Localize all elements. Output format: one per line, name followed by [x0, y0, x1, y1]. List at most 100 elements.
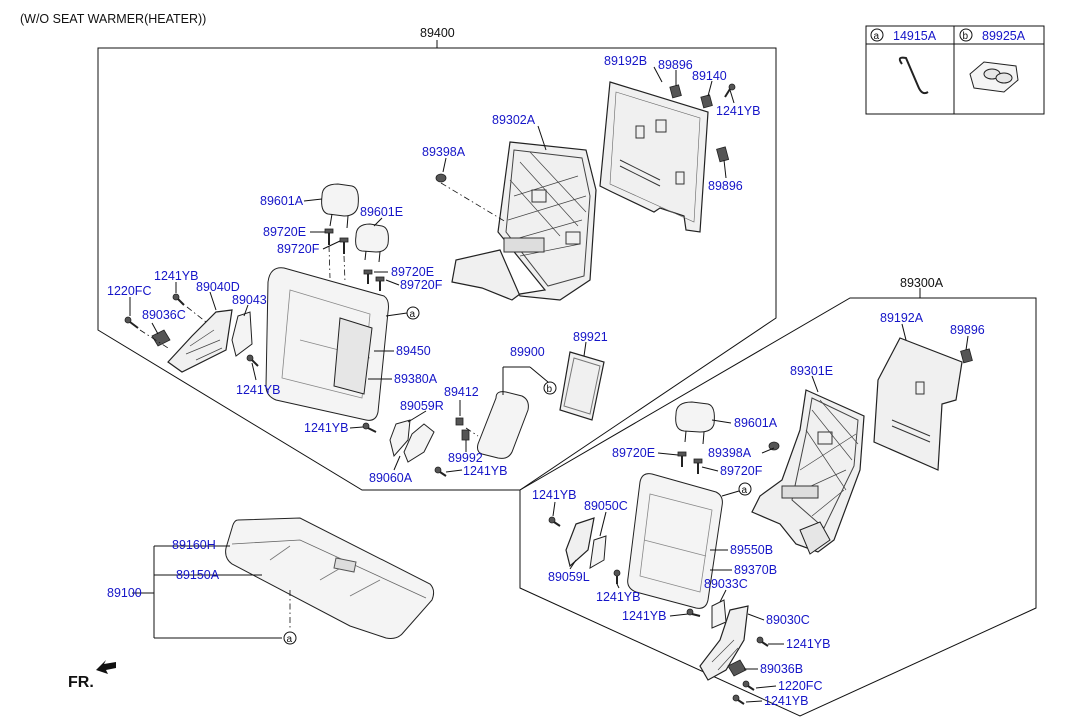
label-89059l[interactable]: 89059L [548, 570, 590, 584]
label-89043[interactable]: 89043 [232, 293, 267, 307]
guide-89720e-rb[interactable] [677, 451, 687, 467]
label-89896-top[interactable]: 89896 [658, 58, 693, 72]
label-89601a-left[interactable]: 89601A [260, 194, 304, 208]
label-1241yb-left[interactable]: 1241YB [154, 269, 198, 283]
label-1241yb-bottom[interactable]: 1241YB [463, 464, 507, 478]
label-1241yb-rl[interactable]: 1241YB [532, 488, 576, 502]
label-89059r[interactable]: 89059R [400, 399, 444, 413]
label-89550b[interactable]: 89550B [730, 543, 773, 557]
label-1241yb-rr[interactable]: 1241YB [786, 637, 830, 651]
label-89412[interactable]: 89412 [444, 385, 479, 399]
trim-89059r[interactable] [389, 419, 411, 458]
guide-89720e-right[interactable] [363, 269, 373, 284]
label-89160h[interactable]: 89160H [172, 538, 216, 552]
armrest-89900[interactable] [477, 391, 529, 459]
screw-1241yb-rr[interactable] [756, 636, 769, 647]
hinge-bracket-89030c[interactable] [699, 605, 749, 681]
seat-cushion-89160h[interactable] [225, 517, 435, 639]
guide-89720f-left[interactable] [339, 237, 349, 254]
seatback-frame-89301e[interactable] [751, 389, 865, 555]
clip-89896-right[interactable] [960, 348, 973, 364]
guide-89720f-rb[interactable] [693, 458, 703, 474]
label-89398a-right[interactable]: 89398A [708, 446, 752, 460]
label-89896-right[interactable]: 89896 [950, 323, 985, 337]
assembly-89100-label[interactable]: 89100 [107, 586, 142, 600]
label-89921[interactable]: 89921 [573, 330, 608, 344]
label-89380a[interactable]: 89380A [394, 372, 438, 386]
label-89150a[interactable]: 89150A [176, 568, 220, 582]
label-1241yb-lower[interactable]: 1241YB [236, 383, 280, 397]
screw-1241yb-rl2[interactable] [613, 569, 621, 584]
label-89060a[interactable]: 89060A [369, 471, 413, 485]
screw-1241yb-rl[interactable] [548, 516, 561, 527]
label-89720f-right[interactable]: 89720F [400, 278, 443, 292]
label-1241yb-rl2[interactable]: 1241YB [596, 590, 640, 604]
trim-89050c[interactable] [589, 535, 607, 569]
label-89192b[interactable]: 89192B [604, 54, 647, 68]
legend-b-part[interactable]: 89925A [982, 29, 1026, 43]
label-89033c[interactable]: 89033C [704, 577, 748, 591]
label-1220fc-left[interactable]: 1220FC [107, 284, 151, 298]
label-89720f-rb[interactable]: 89720F [720, 464, 763, 478]
seatback-cover-89370b[interactable] [627, 473, 723, 609]
label-89370b[interactable]: 89370B [734, 563, 777, 577]
label-1241yb-rm[interactable]: 1241YB [622, 609, 666, 623]
clip-89140[interactable] [700, 94, 713, 109]
pin-89412[interactable] [455, 417, 464, 426]
screw-1241yb-mid[interactable] [362, 422, 377, 433]
label-89720e-left[interactable]: 89720E [263, 225, 306, 239]
screw-1241yb-lower[interactable] [246, 354, 259, 367]
nut-89398a[interactable] [435, 173, 447, 183]
seatback-panel-89192a[interactable] [873, 337, 963, 471]
label-89036b[interactable]: 89036B [760, 662, 803, 676]
screw-1241yb-left[interactable] [172, 293, 185, 306]
label-89040d[interactable]: 89040D [196, 280, 240, 294]
label-89720f-left[interactable]: 89720F [277, 242, 320, 256]
headrest-89601a-right[interactable] [675, 401, 715, 445]
legend-a-part[interactable]: 14915A [893, 29, 937, 43]
label-89398a-left[interactable]: 89398A [422, 145, 466, 159]
screw-1241yb-top[interactable] [724, 83, 736, 98]
label-89050c[interactable]: 89050C [584, 499, 628, 513]
screw-1241yb-rm[interactable] [686, 608, 701, 617]
label-89036c[interactable]: 89036C [142, 308, 186, 322]
label-89302a[interactable]: 89302A [492, 113, 536, 127]
hinge-bracket-89040d[interactable] [167, 309, 233, 373]
label-89896-side[interactable]: 89896 [708, 179, 743, 193]
label-1241yb-top[interactable]: 1241YB [716, 104, 760, 118]
label-89030c[interactable]: 89030C [766, 613, 810, 627]
label-89192a[interactable]: 89192A [880, 311, 924, 325]
clip-89896-top[interactable] [669, 84, 682, 99]
seatback-cover-89380a[interactable] [265, 267, 389, 421]
label-1241yb-mid[interactable]: 1241YB [304, 421, 348, 435]
guide-89720e-left[interactable] [324, 228, 334, 245]
label-89720e-rb[interactable]: 89720E [612, 446, 655, 460]
clip-89896-side[interactable] [716, 146, 730, 163]
label-89450[interactable]: 89450 [396, 344, 431, 358]
trim-89059l[interactable] [565, 517, 595, 568]
label-89301e[interactable]: 89301E [790, 364, 833, 378]
label-89140[interactable]: 89140 [692, 69, 727, 83]
headrest-89601a-left[interactable] [321, 183, 359, 229]
bolt-1220fc-left[interactable] [124, 316, 139, 329]
bracket-89036c[interactable] [151, 329, 171, 347]
label-1220fc-right[interactable]: 1220FC [778, 679, 822, 693]
bushing-89992[interactable] [461, 429, 470, 441]
headrest-89601e[interactable] [355, 223, 389, 263]
label-89992[interactable]: 89992 [448, 451, 483, 465]
trim-89060a[interactable] [403, 423, 435, 463]
seatback-panel-89192b[interactable] [599, 81, 709, 233]
nut-89398a-right[interactable] [768, 441, 780, 451]
bracket-89036b[interactable] [727, 659, 747, 677]
screw-1241yb-bottom[interactable] [434, 466, 447, 477]
screw-1241yb-rbot[interactable] [732, 694, 745, 705]
bolt-1220fc-right[interactable] [742, 680, 755, 691]
guide-89720f-right[interactable] [375, 276, 385, 291]
trim-89033c[interactable] [711, 599, 727, 629]
trim-89043[interactable] [231, 311, 253, 357]
assembly-89300a-label[interactable]: 89300A [900, 276, 944, 290]
armrest-panel-89921[interactable] [559, 351, 605, 421]
label-89900[interactable]: 89900 [510, 345, 545, 359]
assembly-89400-label[interactable]: 89400 [420, 26, 455, 40]
label-89720e-right[interactable]: 89720E [391, 265, 434, 279]
